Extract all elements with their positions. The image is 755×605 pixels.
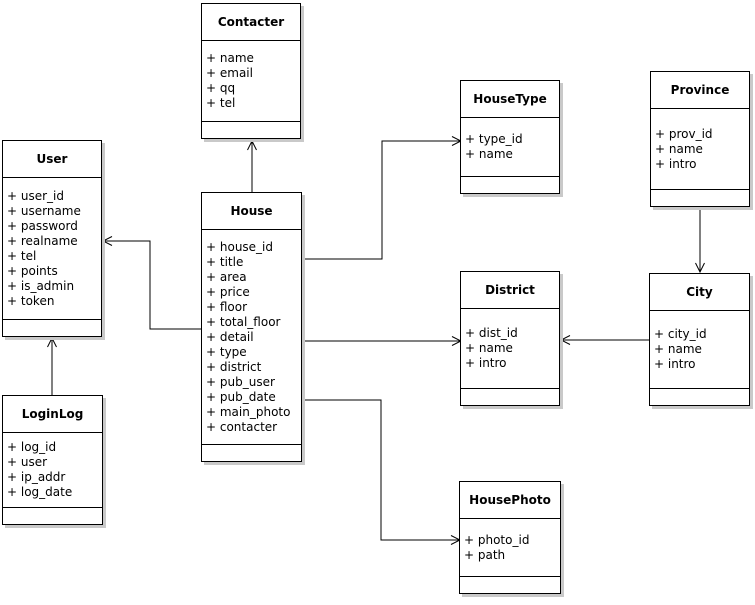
class-province[interactable]: Province + prov_id + name + intro bbox=[650, 71, 750, 207]
attribute: + title bbox=[206, 254, 244, 269]
association-house-user[interactable] bbox=[103, 241, 201, 330]
attribute: + photo_id bbox=[464, 532, 530, 547]
attribute: + token bbox=[7, 293, 55, 308]
class-district-title: District bbox=[461, 272, 559, 309]
class-city[interactable]: City + city_id + name + intro bbox=[649, 273, 750, 406]
attribute: + prov_id bbox=[655, 126, 713, 141]
class-contacter-title: Contacter bbox=[202, 4, 300, 41]
class-housephoto[interactable]: HousePhoto + photo_id + path bbox=[459, 481, 561, 594]
class-contacter-attributes: + name + email + qq + tel bbox=[202, 41, 300, 122]
class-city-title: City bbox=[650, 274, 749, 311]
association-house-housephoto[interactable] bbox=[302, 399, 460, 540]
class-house-operations-empty bbox=[202, 445, 301, 461]
attribute: + intro bbox=[655, 156, 697, 171]
attribute: + user bbox=[7, 455, 48, 469]
attribute: + floor bbox=[206, 299, 248, 314]
attribute: + name bbox=[206, 51, 254, 65]
class-loginlog-title: LoginLog bbox=[3, 396, 102, 433]
attribute: + realname bbox=[7, 233, 78, 248]
attribute: + name bbox=[655, 141, 703, 156]
class-district-attributes: + dist_id + name + intro bbox=[461, 309, 559, 389]
attribute: + dist_id bbox=[465, 326, 518, 340]
class-housephoto-attributes: + photo_id + path bbox=[460, 519, 560, 577]
attribute: + is_admin bbox=[7, 278, 75, 293]
attribute: + intro bbox=[465, 356, 507, 370]
attribute: + password bbox=[7, 218, 78, 233]
attribute: + district bbox=[206, 359, 262, 374]
class-house-title: House bbox=[202, 193, 301, 230]
class-province-operations-empty bbox=[651, 190, 749, 206]
attribute: + ip_addr bbox=[7, 470, 66, 484]
class-city-operations-empty bbox=[650, 389, 749, 405]
attribute: + price bbox=[206, 284, 250, 299]
attribute: + detail bbox=[206, 329, 254, 344]
class-housephoto-operations-empty bbox=[460, 577, 560, 593]
class-loginlog-operations-empty bbox=[3, 508, 102, 524]
attribute: + log_id bbox=[7, 440, 57, 454]
class-province-attributes: + prov_id + name + intro bbox=[651, 109, 749, 190]
class-province-title: Province bbox=[651, 72, 749, 109]
class-district[interactable]: District + dist_id + name + intro bbox=[460, 271, 560, 406]
attribute: + name bbox=[654, 342, 702, 356]
class-user[interactable]: User + user_id + username + password + r… bbox=[2, 140, 102, 337]
class-house[interactable]: House + house_id + title + area + price … bbox=[201, 192, 302, 462]
attribute: + contacter bbox=[206, 419, 278, 434]
class-housephoto-title: HousePhoto bbox=[460, 482, 560, 519]
attribute: + total_floor bbox=[206, 314, 281, 329]
class-housetype-operations-empty bbox=[461, 177, 559, 193]
class-contacter-operations-empty bbox=[202, 122, 300, 138]
attribute: + qq bbox=[206, 81, 236, 95]
attribute: + type_id bbox=[465, 132, 523, 146]
class-district-operations-empty bbox=[461, 389, 559, 405]
attribute: + name bbox=[465, 147, 513, 161]
attribute: + main_photo bbox=[206, 404, 291, 419]
attribute: + path bbox=[464, 547, 506, 562]
attribute: + pub_date bbox=[206, 389, 276, 404]
attribute: + username bbox=[7, 203, 81, 218]
attribute: + pub_user bbox=[206, 374, 275, 389]
attribute: + house_id bbox=[206, 239, 274, 254]
class-loginlog-attributes: + log_id + user + ip_addr + log_date bbox=[3, 433, 102, 508]
attribute: + user_id bbox=[7, 188, 64, 203]
class-city-attributes: + city_id + name + intro bbox=[650, 311, 749, 389]
attribute: + tel bbox=[206, 96, 236, 110]
class-contacter[interactable]: Contacter + name + email + qq + tel bbox=[201, 3, 301, 139]
attribute: + log_date bbox=[7, 485, 73, 499]
class-loginlog[interactable]: LoginLog + log_id + user + ip_addr + log… bbox=[2, 395, 103, 525]
attribute: + type bbox=[206, 344, 247, 359]
attribute: + city_id bbox=[654, 327, 707, 341]
attribute: + email bbox=[206, 66, 253, 80]
attribute: + intro bbox=[654, 357, 696, 371]
class-housetype[interactable]: HouseType + type_id + name bbox=[460, 80, 560, 194]
attribute: + points bbox=[7, 263, 58, 278]
class-housetype-attributes: + type_id + name bbox=[461, 118, 559, 177]
attribute: + name bbox=[465, 341, 513, 355]
class-house-attributes: + house_id + title + area + price + floo… bbox=[202, 230, 301, 445]
attribute: + tel bbox=[7, 248, 37, 263]
class-user-title: User bbox=[3, 141, 101, 178]
class-user-operations-empty bbox=[3, 320, 101, 336]
attribute: + area bbox=[206, 269, 247, 284]
association-house-housetype[interactable] bbox=[302, 141, 461, 260]
class-housetype-title: HouseType bbox=[461, 81, 559, 118]
class-user-attributes: + user_id + username + password + realna… bbox=[3, 178, 101, 320]
